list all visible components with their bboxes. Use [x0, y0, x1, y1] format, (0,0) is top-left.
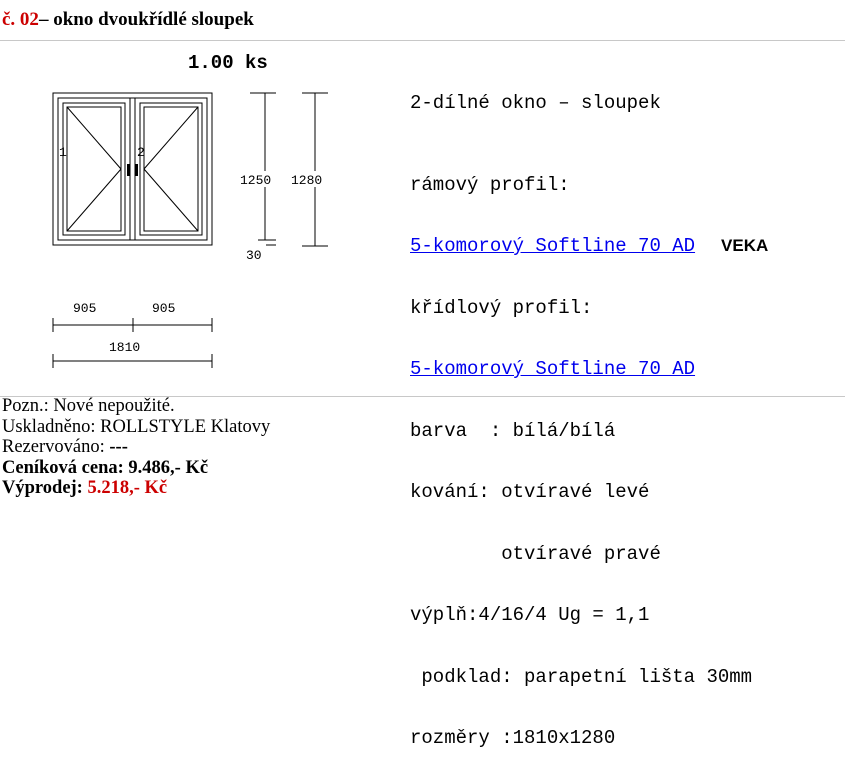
- spec-sill: podklad: parapetní lišta 30mm: [410, 665, 753, 688]
- item-name: – okno dvoukřídlé sloupek: [38, 9, 254, 30]
- stored-label: Uskladněno:: [2, 416, 101, 437]
- sale-label: Výprodej:: [2, 478, 88, 498]
- item-title: č. 02– okno dvoukřídlé sloupek: [2, 9, 254, 31]
- note-reserved: Rezervováno: ---: [2, 437, 270, 458]
- note-list-price: Ceníková cena: 9.486,- Kč: [2, 458, 270, 479]
- quantity: 1.00 ks: [188, 52, 268, 74]
- spec-list: 2-dílné okno – sloupek rámový profil: 5-…: [410, 52, 768, 769]
- sale-value: 5.218,- Kč: [87, 478, 168, 498]
- note-condition: Pozn.: Nové nepoužité.: [2, 396, 175, 416]
- sash-right-label: 2: [137, 145, 145, 160]
- spec-hardware-2: otvíravé pravé: [410, 542, 661, 565]
- stored-value: ROLLSTYLE Klatovy: [100, 416, 271, 437]
- list-price-value: 9.486,- Kč: [128, 457, 209, 478]
- sash-left: [62, 102, 126, 236]
- dim-sill-height: 30: [246, 248, 262, 263]
- frame-profile-label: rámový profil:: [410, 173, 570, 196]
- window-frame-inner: [57, 97, 208, 241]
- opening-line-left-bottom: [66, 168, 122, 232]
- reserved-label: Rezervováno:: [2, 437, 110, 457]
- reserved-value: ---: [109, 437, 128, 457]
- sash-right: [139, 102, 203, 236]
- item-number: č. 02: [2, 9, 39, 30]
- opening-line-left-top: [66, 106, 122, 170]
- dim-height-total: 1280: [291, 173, 322, 188]
- list-price-label: Ceníková cena:: [2, 457, 129, 478]
- dim-width-left: 905: [73, 301, 96, 316]
- spec-hardware-1: kování: otvíravé levé: [410, 481, 650, 503]
- dim-width-right: 905: [152, 301, 175, 316]
- brand-name: VEKA: [721, 236, 769, 255]
- note-stored: Uskladněno: ROLLSTYLE Klatovy: [2, 417, 270, 438]
- sash-left-label: 1: [59, 145, 67, 160]
- opening-line-right-top: [143, 106, 199, 170]
- window-frame-outer: [52, 92, 213, 246]
- notes: Pozn.: Nové nepoužité. Uskladněno: ROLLS…: [2, 396, 270, 499]
- item-box: [0, 40, 845, 397]
- spec-dimensions: rozměry :1810x1280: [410, 727, 616, 749]
- handle-right-icon: [135, 164, 138, 176]
- spec-color: barva : bílá/bílá: [410, 419, 616, 442]
- frame-profile-link[interactable]: 5-komorový Softline 70 AD: [410, 235, 696, 257]
- note-sale-price: Výprodej: 5.218,- Kč: [2, 478, 270, 499]
- opening-line-right-bottom: [143, 168, 199, 232]
- glass-right: [143, 106, 199, 232]
- glass-left: [66, 106, 122, 232]
- spec-heading: 2-dílné okno – sloupek: [410, 92, 661, 114]
- spec-glazing: výplň:4/16/4 Ug = 1,1: [410, 604, 650, 626]
- dim-width-total: 1810: [109, 340, 140, 355]
- dim-height-inner: 1250: [240, 173, 271, 188]
- handle-left-icon: [127, 164, 130, 176]
- window-drawing: 1 2 1250 30 1280 905 905 1810: [52, 92, 328, 368]
- sash-profile-link[interactable]: 5-komorový Softline 70 AD: [410, 358, 696, 380]
- sash-profile-label: křídlový profil:: [410, 296, 593, 319]
